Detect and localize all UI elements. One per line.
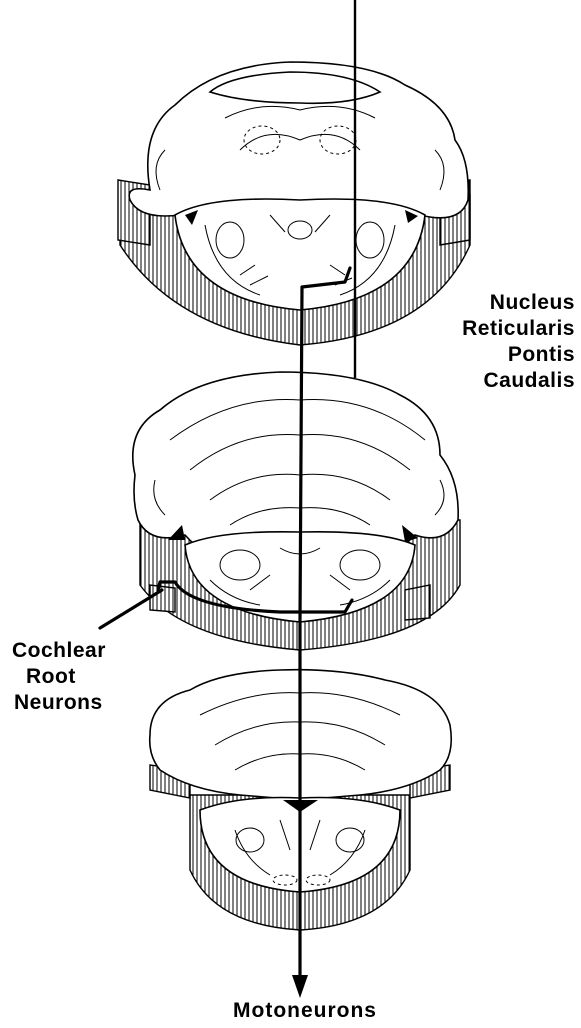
nrpc-label-line4: Caudalis: [430, 368, 575, 394]
nrpc-label-line3: Pontis: [430, 342, 575, 368]
arrowhead-icon: [292, 975, 308, 998]
cochlear-label-line3: Neurons: [12, 690, 162, 716]
cochlear-label-line2: Root: [12, 664, 162, 690]
nrpc-label-line1: Nucleus: [430, 290, 575, 316]
middle-brainstem-section: [133, 372, 460, 650]
motoneurons-label: Motoneurons: [215, 998, 395, 1024]
upper-brainstem-section: [118, 62, 470, 345]
nrpc-label: Nucleus Reticularis Pontis Caudalis: [430, 290, 575, 394]
cochlear-label-line1: Cochlear: [12, 638, 162, 664]
cochlear-label: Cochlear Root Neurons: [12, 638, 162, 716]
nrpc-label-line2: Reticularis: [430, 316, 575, 342]
